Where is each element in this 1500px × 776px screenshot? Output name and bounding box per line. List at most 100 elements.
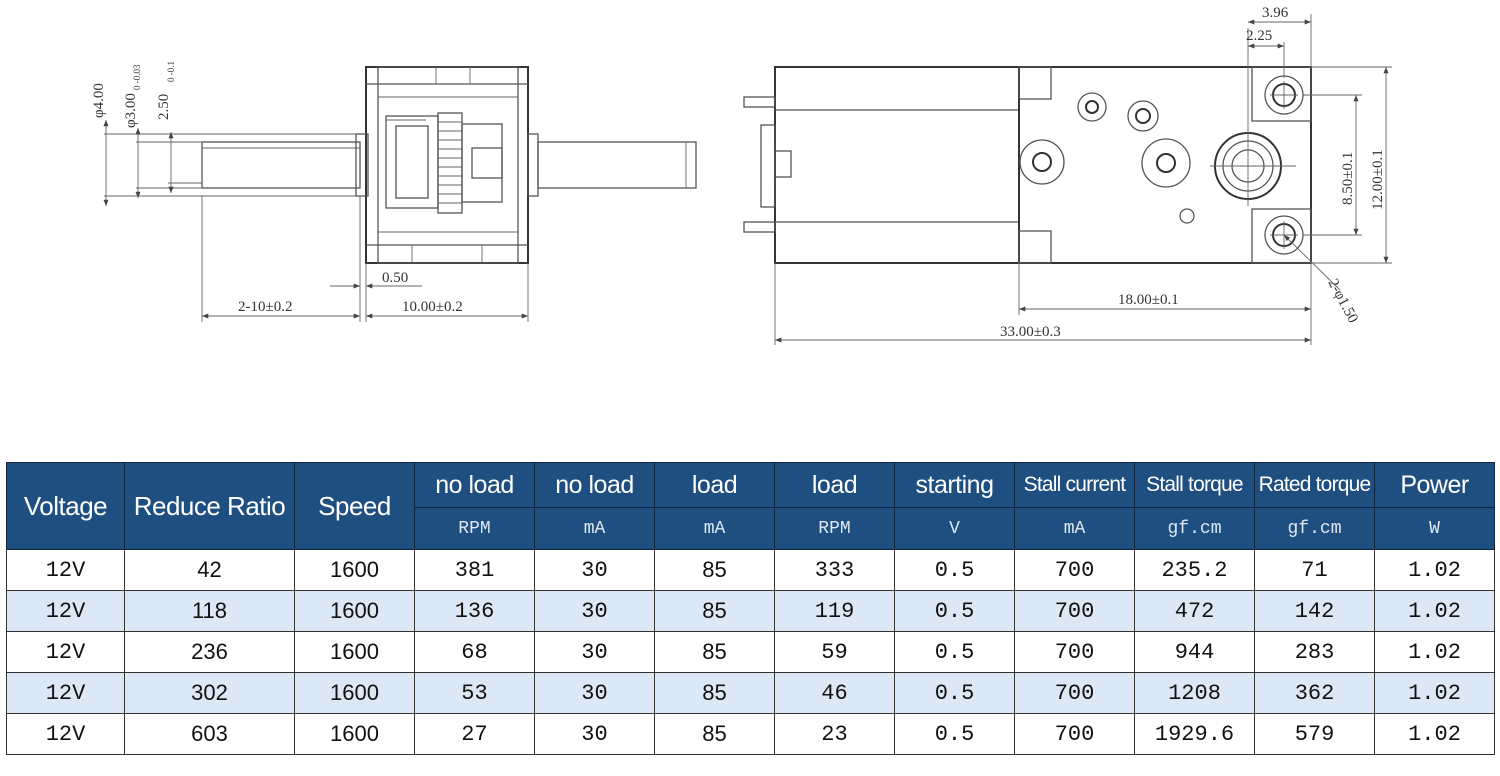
flat-tolerance: 0 -0.1 [166, 61, 176, 82]
flat-label: 2.50 [156, 94, 172, 120]
table-cell: 30 [534, 631, 655, 673]
header-rated-torque: Rated torque [1254, 462, 1375, 508]
table-cell: 119 [774, 590, 895, 632]
header-no-load-current: no load [534, 462, 655, 508]
dimension-drawing: φ4.00 φ3.00 0 -0.03 2.50 0 -0.1 0.50 2-1… [91, 5, 1392, 345]
table-cell: 0.5 [894, 590, 1015, 632]
table-cell: 1.02 [1374, 549, 1495, 591]
unit-no-load-speed: RPM [414, 507, 535, 550]
table-cell: 30 [534, 713, 655, 755]
header-load-speed: load [774, 462, 895, 508]
top-view: 3.96 2.25 8.50±0.1 12.00±0.1 18.00±0.1 3… [743, 5, 1392, 345]
table-cell: 1600 [294, 672, 415, 714]
table-cell: 603 [124, 713, 295, 755]
gearbox-length-label: 10.00±0.2 [402, 299, 463, 315]
dia-outer-label: φ4.00 [91, 83, 107, 118]
spec-table: Voltage Reduce Ratio Speed no load no lo… [6, 462, 1495, 755]
side-view: φ4.00 φ3.00 0 -0.03 2.50 0 -0.1 0.50 2-1… [91, 61, 697, 322]
table-cell: 1600 [294, 549, 415, 591]
table-cell: 53 [414, 672, 535, 714]
unit-stall-torque: gf.cm [1134, 507, 1255, 550]
hole-offset-outer-label: 3.96 [1262, 5, 1289, 21]
header-speed: Speed [294, 462, 415, 550]
table-cell: 1929.6 [1134, 713, 1255, 755]
table-cell: 1600 [294, 590, 415, 632]
gap-label: 0.50 [382, 270, 408, 286]
table-cell: 59 [774, 631, 895, 673]
table-cell: 27 [414, 713, 535, 755]
table-cell: 1.02 [1374, 631, 1495, 673]
table-cell: 1208 [1134, 672, 1255, 714]
table-cell: 944 [1134, 631, 1255, 673]
table-cell: 1600 [294, 713, 415, 755]
table-header-row: Voltage Reduce Ratio Speed no load no lo… [6, 462, 1495, 550]
unit-load-speed: RPM [774, 507, 895, 550]
table-cell: 30 [534, 549, 655, 591]
table-cell: 68 [414, 631, 535, 673]
table-cell: 700 [1014, 590, 1135, 632]
table-cell: 23 [774, 713, 895, 755]
table-cell: 85 [654, 549, 775, 591]
table-cell: 30 [534, 672, 655, 714]
table-cell: 1.02 [1374, 590, 1495, 632]
unit-power: W [1374, 507, 1495, 550]
header-load-current: load [654, 462, 775, 508]
table-cell: 0.5 [894, 713, 1015, 755]
mount-holes-label: 2-φ1.50 [1324, 276, 1360, 325]
table-cell: 0.5 [894, 631, 1015, 673]
header-starting: starting [894, 462, 1015, 508]
unit-stall-current: mA [1014, 507, 1135, 550]
table-cell: 46 [774, 672, 895, 714]
table-cell: 700 [1014, 631, 1135, 673]
dia-mid-tolerance: 0 -0.03 [132, 64, 142, 90]
table-cell: 236 [124, 631, 295, 673]
table-cell: 136 [414, 590, 535, 632]
table-cell: 700 [1014, 672, 1135, 714]
table-cell: 12V [6, 549, 125, 591]
dia-mid-label: φ3.00 [123, 93, 139, 128]
table-cell: 71 [1254, 549, 1375, 591]
table-cell: 302 [124, 672, 295, 714]
shaft-length-label: 2-10±0.2 [238, 299, 292, 315]
table-cell: 700 [1014, 549, 1135, 591]
height-label: 12.00±0.1 [1370, 149, 1386, 210]
table-cell: 283 [1254, 631, 1375, 673]
header-voltage: Voltage [6, 462, 125, 550]
table-cell: 85 [654, 631, 775, 673]
table-cell: 118 [124, 590, 295, 632]
table-cell: 85 [654, 590, 775, 632]
table-cell: 1.02 [1374, 672, 1495, 714]
table-cell: 42 [124, 549, 295, 591]
table-cell: 235.2 [1134, 549, 1255, 591]
table-cell: 85 [654, 713, 775, 755]
header-stall-current: Stall current [1014, 462, 1135, 508]
header-power: Power [1374, 462, 1495, 508]
hole-spacing-label: 8.50±0.1 [1340, 152, 1356, 205]
table-cell: 85 [654, 672, 775, 714]
total-length-label: 33.00±0.3 [1000, 324, 1061, 340]
header-no-load-speed: no load [414, 462, 535, 508]
table-cell: 472 [1134, 590, 1255, 632]
table-cell: 381 [414, 549, 535, 591]
table-cell: 1600 [294, 631, 415, 673]
table-cell: 142 [1254, 590, 1375, 632]
unit-load-current: mA [654, 507, 775, 550]
table-cell: 579 [1254, 713, 1375, 755]
unit-rated-torque: gf.cm [1254, 507, 1375, 550]
table-cell: 12V [6, 672, 125, 714]
table-cell: 333 [774, 549, 895, 591]
table-unit-row: RPM mA mA RPM V mA gf.cm gf.cm W [7, 507, 1495, 550]
table-cell: 700 [1014, 713, 1135, 755]
header-reduce-ratio: Reduce Ratio [124, 462, 295, 550]
table-cell: 12V [6, 631, 125, 673]
table-cell: 0.5 [894, 549, 1015, 591]
table-cell: 362 [1254, 672, 1375, 714]
unit-no-load-current: mA [534, 507, 655, 550]
table-cell: 30 [534, 590, 655, 632]
table-cell: 12V [6, 590, 125, 632]
